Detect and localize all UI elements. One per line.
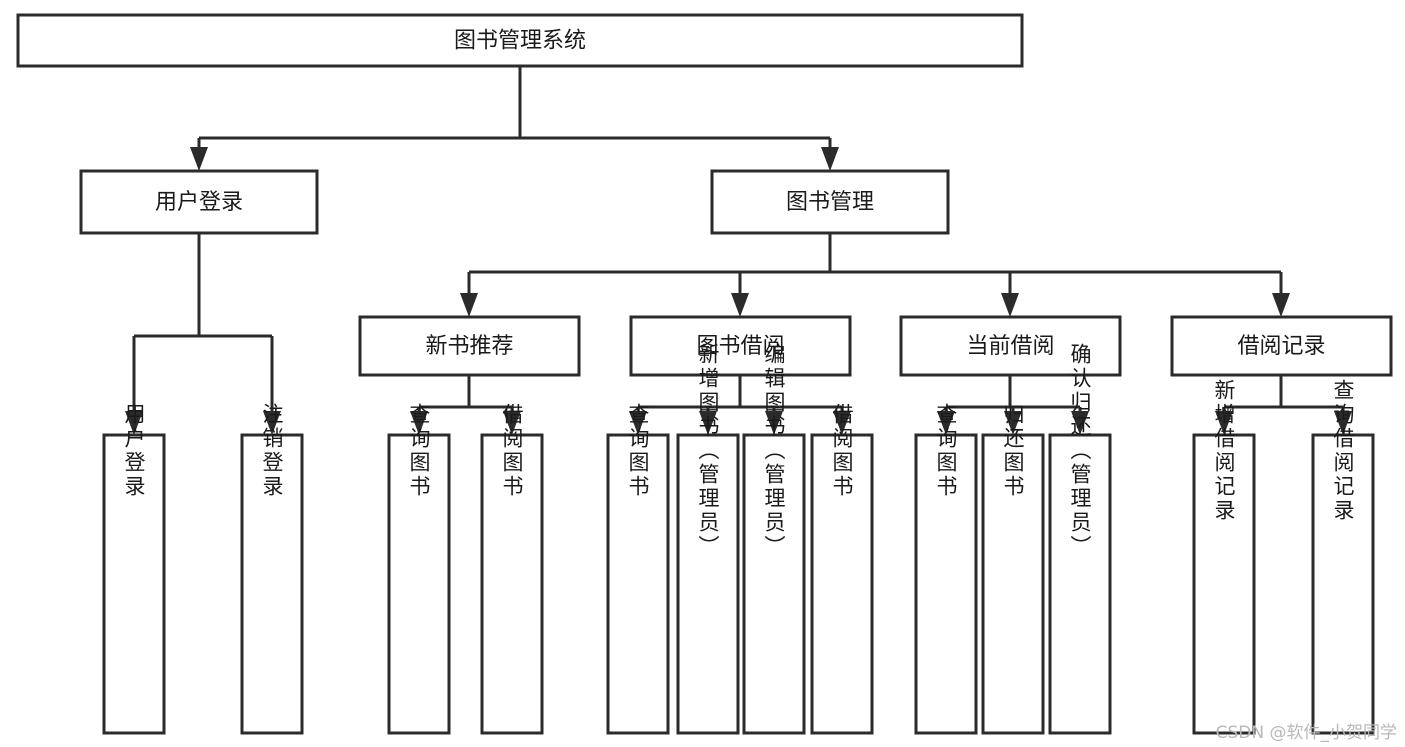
arrow-head-icon [821, 147, 839, 171]
arrow-head-icon [699, 411, 717, 435]
arrow-head-icon [125, 411, 143, 435]
arrow-head-icon [190, 147, 208, 171]
node-leaf-user-login[interactable]: 用户登录 [102, 403, 166, 735]
node-label: 当前借阅 [966, 334, 1054, 359]
node-label: 归还图书 [1001, 403, 1025, 499]
arrow-head-icon [410, 411, 428, 435]
node-box[interactable] [1170, 315, 1393, 377]
node-book-management[interactable]: 图书管理 [710, 169, 950, 235]
node-box[interactable] [387, 433, 451, 735]
node-label: 新书推荐 [425, 334, 513, 359]
connector-c-bookborrow-bus [629, 375, 851, 435]
node-label: 查询图书 [407, 403, 431, 499]
node-leaf-query-book-borrow[interactable]: 查询图书 [606, 403, 670, 735]
node-box[interactable] [480, 433, 544, 735]
node-box[interactable] [1048, 433, 1112, 735]
connector-c-borrowrecords-bus [1215, 375, 1352, 435]
node-label: 借阅图书 [830, 403, 854, 499]
node-book-borrow[interactable]: 图书借阅 [629, 315, 852, 377]
connector-c-currentborrow-bus [937, 375, 1089, 435]
node-box[interactable] [1311, 433, 1375, 735]
node-box[interactable] [102, 433, 166, 735]
node-box[interactable] [240, 433, 304, 735]
node-leaf-query-borrow-record[interactable]: 查询借阅记录 [1311, 379, 1375, 735]
node-box[interactable] [1192, 433, 1256, 735]
node-leaf-logout[interactable]: 注销登录 [240, 403, 304, 735]
connector-c-userlogin-bus [125, 233, 281, 435]
arrow-head-icon [460, 293, 478, 317]
node-box[interactable] [810, 433, 874, 735]
arrow-head-icon [937, 411, 955, 435]
node-label: 用户登录 [122, 403, 146, 499]
arrow-head-icon [503, 411, 521, 435]
arrow-head-icon [1215, 411, 1233, 435]
node-label: 新增图书（管理员） [696, 343, 720, 559]
node-label: 用户登录 [155, 190, 243, 215]
node-leaf-borrow-book-rec[interactable]: 借阅图书 [480, 403, 544, 735]
node-user-login[interactable]: 用户登录 [79, 169, 319, 235]
arrow-head-icon [731, 293, 749, 317]
node-box[interactable] [710, 169, 950, 235]
node-label: 查询图书 [934, 403, 958, 499]
node-box[interactable] [606, 433, 670, 735]
node-borrow-records[interactable]: 借阅记录 [1170, 315, 1393, 377]
arrow-head-icon [1071, 411, 1089, 435]
node-leaf-confirm-return-admin[interactable]: 确认归还（管理员） [1048, 343, 1112, 735]
node-box[interactable] [914, 433, 978, 735]
arrow-head-icon [1004, 411, 1022, 435]
arrow-head-icon [765, 411, 783, 435]
connector-c-bm-bus [460, 233, 1290, 317]
node-leaf-borrow-book[interactable]: 借阅图书 [810, 403, 874, 735]
node-label: 图书管理系统 [454, 29, 586, 54]
node-leaf-edit-book-admin[interactable]: 编辑图书（管理员） [742, 343, 806, 735]
node-label: 新增借阅记录 [1212, 379, 1236, 523]
connector-layer [125, 66, 1352, 435]
node-box[interactable] [79, 169, 319, 235]
node-label: 借阅图书 [500, 403, 524, 499]
node-new-book-recommend[interactable]: 新书推荐 [358, 315, 581, 377]
node-label: 查询借阅记录 [1331, 379, 1355, 523]
connector-c-root-bus [190, 66, 839, 171]
node-leaf-query-book-current[interactable]: 查询图书 [914, 403, 978, 735]
node-box[interactable] [899, 315, 1122, 377]
node-leaf-add-borrow-record[interactable]: 新增借阅记录 [1192, 379, 1256, 735]
node-box[interactable] [16, 13, 1024, 68]
node-box[interactable] [742, 433, 806, 735]
node-label: 查询图书 [626, 403, 650, 499]
node-label: 图书借阅 [696, 334, 784, 359]
connector-c-newbook-bus [410, 375, 521, 435]
arrow-head-icon [629, 411, 647, 435]
node-label: 注销登录 [260, 403, 284, 499]
node-box[interactable] [358, 315, 581, 377]
arrow-head-icon [1272, 293, 1290, 317]
node-leaf-add-book-admin[interactable]: 新增图书（管理员） [676, 343, 740, 735]
node-box[interactable] [981, 433, 1045, 735]
node-current-borrow[interactable]: 当前借阅 [899, 315, 1122, 377]
node-box[interactable] [629, 315, 852, 377]
node-leaf-return-book[interactable]: 归还图书 [981, 403, 1045, 735]
node-label: 编辑图书（管理员） [762, 343, 786, 559]
node-label: 图书管理 [786, 190, 874, 215]
node-box[interactable] [676, 433, 740, 735]
node-root[interactable]: 图书管理系统 [16, 13, 1024, 68]
node-label: 确认归还（管理员） [1068, 343, 1092, 559]
arrow-head-icon [833, 411, 851, 435]
node-leaf-query-book-rec[interactable]: 查询图书 [387, 403, 451, 735]
node-layer: 图书管理系统用户登录图书管理新书推荐图书借阅当前借阅借阅记录用户登录注销登录查询… [16, 13, 1393, 735]
arrow-head-icon [1001, 293, 1019, 317]
arrow-head-icon [263, 411, 281, 435]
node-label: 借阅记录 [1237, 334, 1325, 359]
arrow-head-icon [1334, 411, 1352, 435]
